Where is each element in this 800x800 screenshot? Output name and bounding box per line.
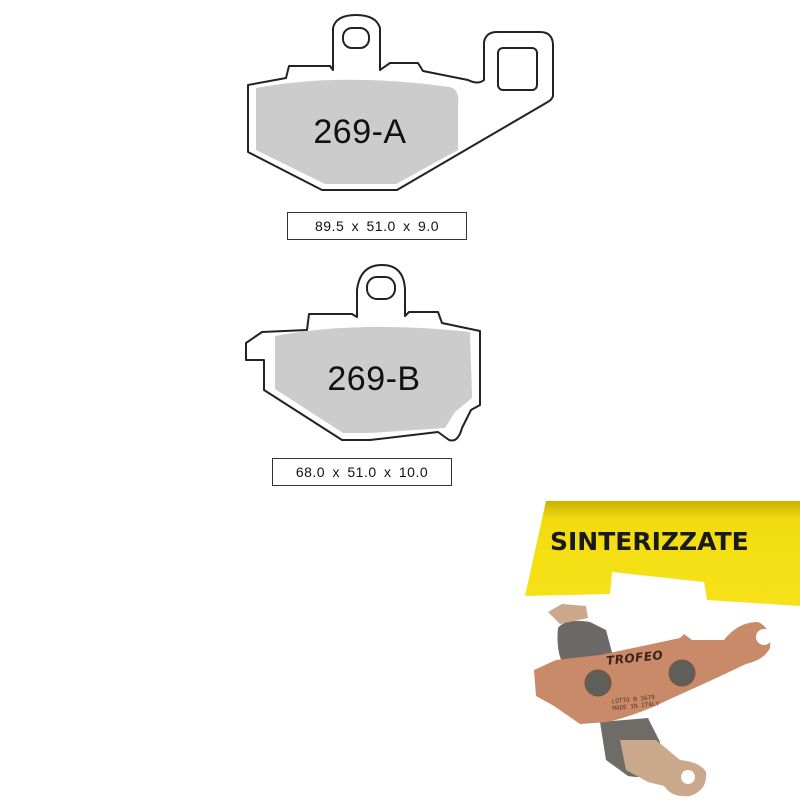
friction-area-269b — [275, 326, 472, 433]
square-cutout — [497, 47, 538, 91]
friction-area-269a — [256, 79, 459, 184]
pad-269a-outline — [247, 14, 554, 191]
pad-dimensions-269b: 68.0 x 51.0 x 10.0 — [272, 458, 452, 486]
pad-code-269a: 269-A — [313, 113, 407, 151]
brake-pad-photo — [534, 604, 772, 797]
mounting-hole — [342, 27, 370, 49]
pad-code-269b: 269-B — [327, 360, 421, 398]
pad-269b-outline — [245, 264, 481, 442]
sinterizzate-label: SINTERIZZATE — [550, 527, 749, 556]
sinterizzate-banner-shape — [525, 501, 800, 606]
mounting-hole — [366, 276, 396, 300]
pad-dimensions-269a: 89.5 x 51.0 x 9.0 — [287, 212, 467, 240]
